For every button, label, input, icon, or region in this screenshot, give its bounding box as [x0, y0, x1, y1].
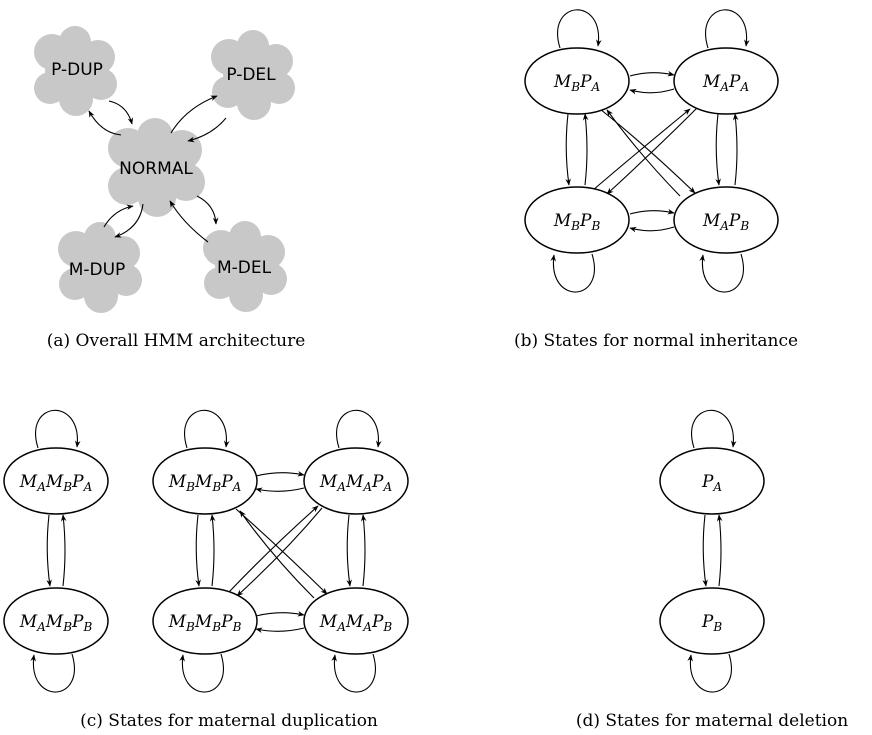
- state-m-del-label: M-DEL: [217, 258, 272, 278]
- state-node-c5: [152, 587, 258, 655]
- edge-c3-to-c4: [255, 470, 305, 477]
- edge-c4-to-c6: [346, 514, 352, 587]
- state-p-dup-label: P-DUP: [51, 60, 103, 80]
- state-c5-label: MBMBPB: [168, 612, 242, 634]
- panel-d: PA PB (d) States for maternal deletion: [576, 409, 848, 731]
- state-b2-label: MAPA: [702, 72, 750, 94]
- self-loop-c5: [179, 653, 224, 693]
- edge-b3-to-b2: [592, 108, 691, 191]
- cloud-normal: [108, 118, 205, 217]
- edge-b4-to-b2: [732, 113, 739, 186]
- edge-mdup-to-normal: [103, 204, 134, 228]
- state-m-dup-label: M-DUP: [69, 260, 126, 280]
- edge-d2-to-d1: [716, 514, 723, 587]
- edge-c5-to-c4: [228, 505, 319, 593]
- state-node-b2: [673, 47, 779, 115]
- edge-b3-to-b4: [629, 208, 675, 215]
- edge-b2-to-b4: [715, 113, 721, 186]
- self-loop-b3: [550, 253, 595, 293]
- edge-c2-to-c1: [60, 514, 67, 587]
- edge-c3-to-c6: [235, 508, 328, 595]
- panel-a: P-DUP P-DEL NORMAL M-DUP M-DEL (a) Overa…: [34, 26, 305, 351]
- state-b1-label: MBPA: [553, 72, 601, 94]
- cloud-m-dup: [58, 222, 142, 313]
- edge-b1-to-b2: [629, 70, 675, 77]
- state-node-b1: [524, 47, 630, 115]
- state-node-d1: [659, 447, 765, 515]
- state-p-del-label: P-DEL: [226, 65, 276, 85]
- state-c6-label: MAMAPB: [319, 612, 393, 634]
- edge-pdup-to-normal: [108, 100, 134, 125]
- edge-b4-to-b3: [629, 226, 675, 233]
- state-b3-label: MBPB: [553, 211, 601, 233]
- state-d1-label: PA: [701, 472, 722, 494]
- edge-normal-to-pdup: [88, 110, 122, 136]
- self-loop-d2: [687, 653, 732, 693]
- self-loop-c6: [331, 653, 376, 693]
- edge-c4-to-c5: [236, 507, 323, 597]
- self-loop-b4: [699, 253, 744, 293]
- cloud-p-del: [211, 30, 295, 120]
- state-node-b3: [524, 186, 630, 254]
- self-loop-c1: [35, 409, 81, 449]
- self-loop-c4: [336, 409, 382, 449]
- edge-c6-to-c4: [360, 514, 367, 587]
- edge-b4-to-b1: [606, 109, 681, 197]
- state-c1-label: MAMBPA: [19, 472, 93, 494]
- caption-a: (a) Overall HMM architecture: [47, 331, 306, 351]
- edge-c5-to-c3: [209, 514, 216, 587]
- edge-normal-to-mdup: [114, 203, 144, 238]
- state-node-d2: [659, 587, 765, 655]
- edge-c4-to-c3: [255, 487, 305, 494]
- edge-b2-to-b1: [629, 88, 675, 95]
- self-loop-d1: [691, 409, 737, 449]
- cloud-p-dup: [34, 26, 117, 116]
- caption-b: (b) States for normal inheritance: [514, 331, 798, 351]
- self-loop-c3: [184, 409, 230, 449]
- caption-d: (d) States for maternal deletion: [576, 711, 848, 731]
- state-node-c6: [303, 587, 409, 655]
- state-node-c2: [3, 587, 109, 655]
- edge-c5-to-c6: [255, 610, 305, 617]
- state-b4-label: MAPB: [702, 211, 750, 233]
- state-c3-label: MBMBPA: [168, 472, 242, 494]
- state-d2-label: PB: [701, 612, 722, 634]
- edge-normal-to-mdel: [196, 195, 219, 225]
- edge-b1-to-b3: [565, 113, 571, 186]
- self-loop-c2: [30, 653, 75, 693]
- edge-pdel-to-normal: [187, 117, 227, 143]
- state-c2-label: MAMBPB: [19, 612, 93, 634]
- edge-c6-to-c5: [255, 627, 305, 634]
- panel-b: MBPA MAPA MBPB MAPB (b) States for norma…: [514, 9, 798, 351]
- edge-b1-to-b4: [599, 108, 696, 194]
- edge-c3-to-c5: [195, 514, 201, 587]
- cloud-m-del: [203, 221, 287, 312]
- self-loop-b1: [557, 9, 602, 49]
- edge-normal-to-pdel: [170, 95, 218, 134]
- self-loop-b2: [705, 9, 750, 49]
- state-node-c3: [152, 447, 258, 515]
- state-node-b4: [673, 186, 779, 254]
- edge-d1-to-d2: [702, 514, 708, 587]
- state-node-c4: [303, 447, 409, 515]
- caption-c: (c) States for maternal duplication: [80, 711, 378, 731]
- edge-c6-to-c3: [239, 510, 315, 599]
- edge-mdel-to-normal: [169, 200, 209, 243]
- edge-b3-to-b1: [582, 113, 589, 186]
- panel-c: MAMBPA MAMBPB MBMBPA MAMAPA MBMBPB MAMAP…: [3, 409, 409, 731]
- edge-c1-to-c2: [46, 514, 52, 587]
- state-normal-label: NORMAL: [119, 159, 193, 179]
- edge-b2-to-b3: [606, 106, 699, 195]
- state-c4-label: MAMAPA: [319, 472, 393, 494]
- state-node-c1: [3, 447, 109, 515]
